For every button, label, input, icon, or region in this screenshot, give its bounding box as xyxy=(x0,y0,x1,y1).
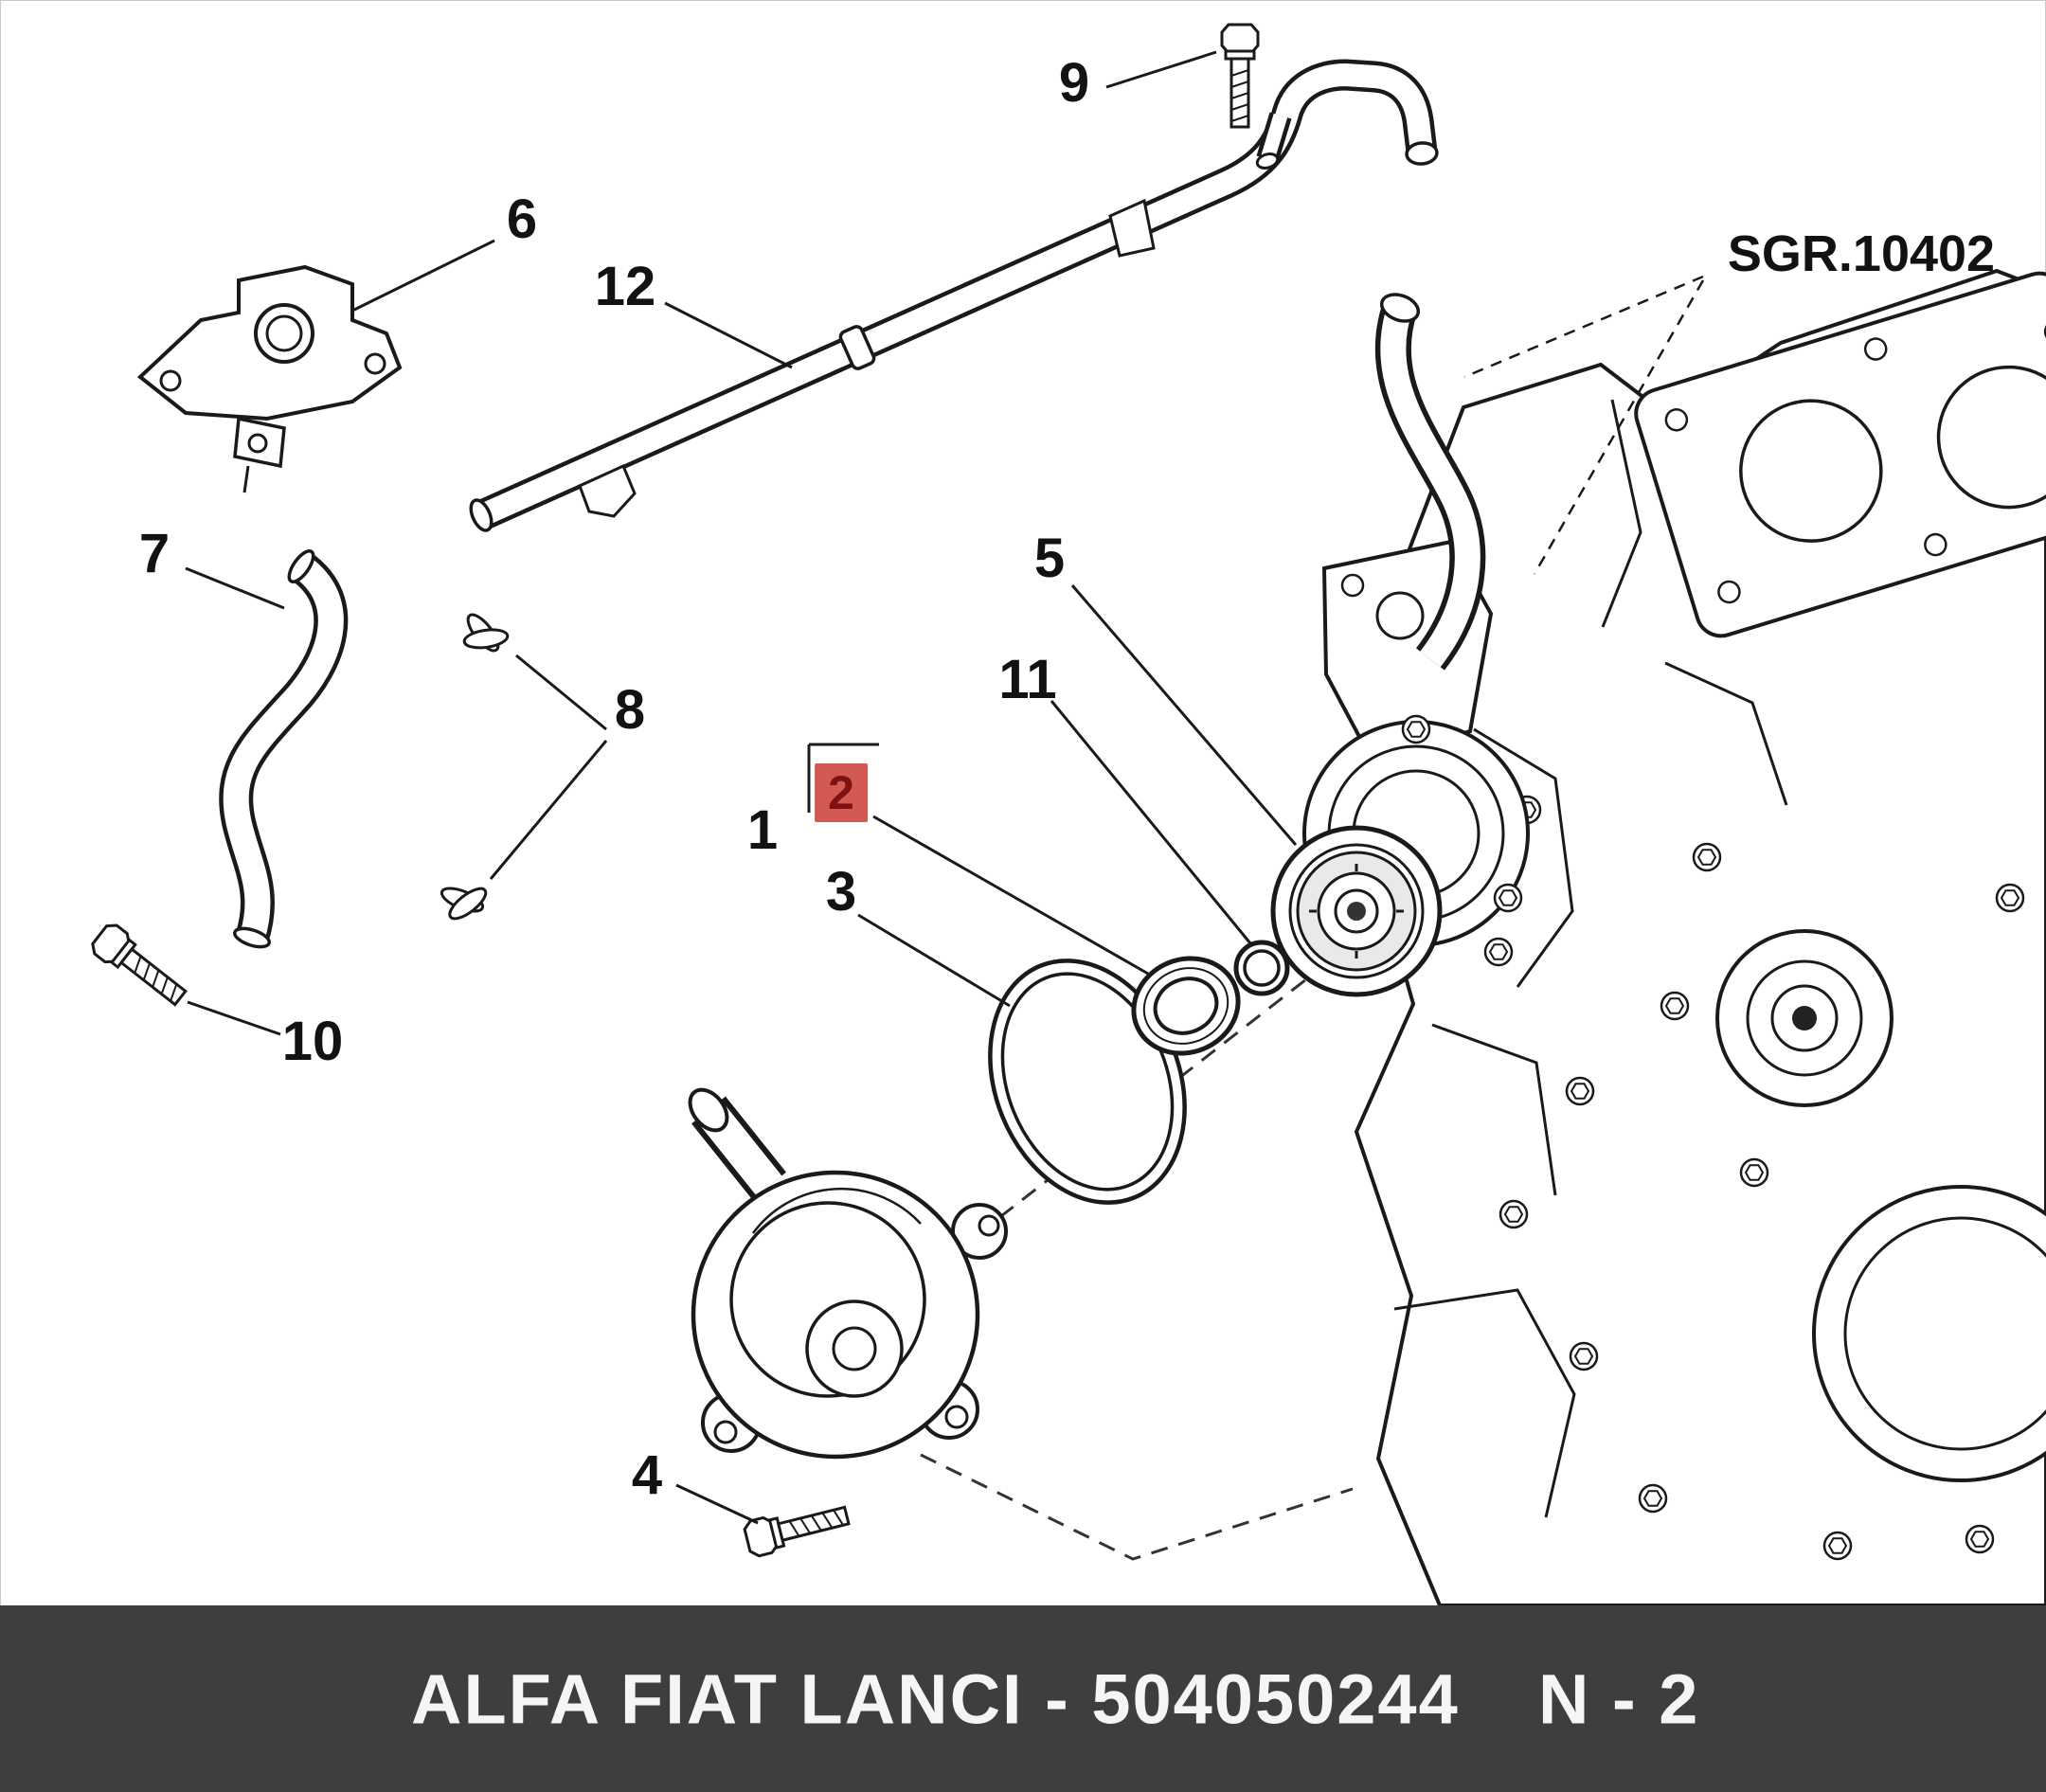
callout-10: 10 xyxy=(281,1011,344,1072)
footer-bar: ALFA FIAT LANCI - 504050244 N - 2 xyxy=(0,1605,2046,1792)
callout-5: 5 xyxy=(1033,528,1066,589)
callout-1: 1 xyxy=(746,799,779,861)
page-reference: N - 2 xyxy=(1538,1659,1700,1738)
group-reference-label: SGR.10402 xyxy=(1727,225,1996,282)
clamp-8-lower xyxy=(435,874,495,928)
callout-12: 12 xyxy=(594,256,656,317)
bracket-6 xyxy=(136,264,403,493)
callout-7: 7 xyxy=(138,523,170,584)
bolt-10 xyxy=(87,919,193,1014)
timing-cover-round xyxy=(1812,1185,2046,1482)
bolt-9 xyxy=(1220,23,1260,129)
water-pump-body-1 xyxy=(688,1087,1008,1460)
hose-7 xyxy=(219,549,349,949)
callout-leader-lines xyxy=(185,50,1298,1525)
callout-2-highlighted: 2 xyxy=(815,763,868,822)
crankshaft-seal xyxy=(1715,929,1893,1107)
diagram-canvas xyxy=(87,23,2046,1605)
engine-block xyxy=(1354,268,2046,1605)
o-ring-11 xyxy=(1233,940,1290,996)
block-casting-contours xyxy=(1393,399,1788,1518)
exploded-view-drawing: 1 2 3 4 5 6 7 8 9 10 11 12 SGR.10402 xyxy=(87,23,2046,1605)
clamp-8-upper xyxy=(452,605,518,665)
pulley-5 xyxy=(1270,825,1443,997)
callout-6: 6 xyxy=(506,188,538,250)
catalog-part-label: ALFA FIAT LANCI - 504050244 xyxy=(411,1659,1460,1738)
bolt-4 xyxy=(741,1496,852,1560)
callout-9: 9 xyxy=(1058,52,1090,114)
sgr-hose xyxy=(1374,293,1486,671)
callout-11: 11 xyxy=(998,649,1057,710)
callout-4: 4 xyxy=(631,1444,663,1506)
callout-3: 3 xyxy=(825,861,857,923)
sgr-leader-lines xyxy=(1463,275,1705,575)
seal-2 xyxy=(1131,956,1241,1056)
cylinder-head-gasket xyxy=(1634,271,2046,638)
coolant-pipe-12 xyxy=(469,59,1439,532)
callout-8: 8 xyxy=(614,679,646,741)
